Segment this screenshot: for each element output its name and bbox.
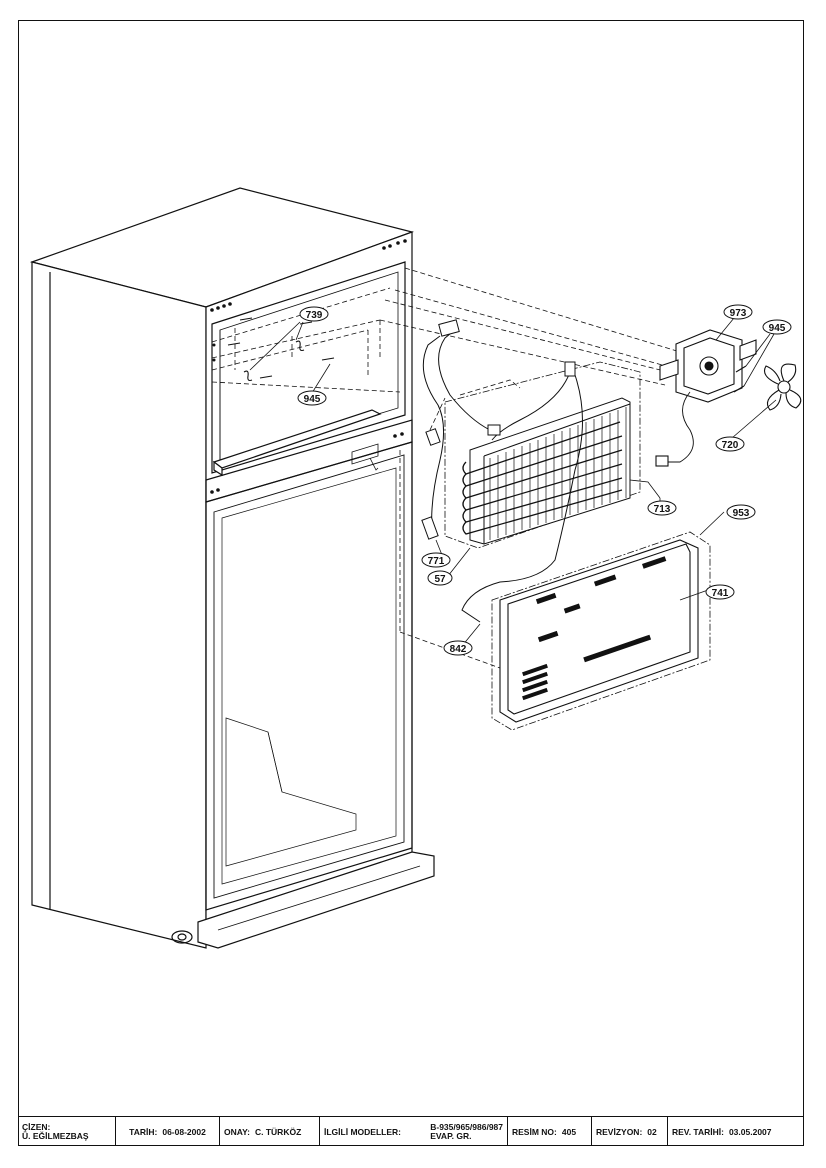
date-value: 06-08-2002 xyxy=(162,1126,206,1137)
models-group: EVAP. GR. xyxy=(430,1130,472,1141)
revision-cell: REVİZYON: 02 xyxy=(592,1117,668,1146)
rev-date-label: REV. TARİHİ: xyxy=(672,1126,724,1137)
exploded-dashed-lines xyxy=(211,267,691,669)
models-values: B-935/965/986/987 EVAP. GR. xyxy=(430,1121,503,1141)
callout-771-label: 771 xyxy=(428,556,445,567)
models-cell: İLGİLİ MODELLER: B-935/965/986/987 EVAP.… xyxy=(320,1117,508,1146)
fan-motor-assembly xyxy=(655,329,802,467)
models-label: İLGİLİ MODELLER: xyxy=(324,1126,401,1137)
callout-713: 713 xyxy=(647,500,677,516)
evaporator-coil xyxy=(421,319,661,623)
drawn-by-label: ÇİZEN: xyxy=(22,1121,51,1132)
part-callouts: 739 945 973 945 720 713 xyxy=(297,304,792,656)
callout-57-label: 57 xyxy=(434,574,446,585)
callout-842: 842 xyxy=(443,640,473,656)
callout-741-label: 741 xyxy=(712,588,729,599)
date-label: TARİH: xyxy=(129,1126,158,1137)
callout-741: 741 xyxy=(705,584,735,600)
rev-date-value: 03.05.2007 xyxy=(728,1126,772,1137)
callout-945-b: 945 xyxy=(762,319,792,335)
revision-label: REVİZYON: xyxy=(596,1126,643,1137)
callout-842-label: 842 xyxy=(450,644,467,655)
callout-771: 771 xyxy=(421,552,451,568)
title-block: ÇİZEN: Ü. EĞİLMEZBAŞ TARİH: 06-08-2002 O… xyxy=(18,1116,804,1146)
drawing-no-value: 405 xyxy=(561,1126,577,1137)
evaporator-cover xyxy=(491,531,711,731)
drawing-no-cell: RESİM NO: 405 xyxy=(508,1117,592,1146)
callout-713-label: 713 xyxy=(654,504,671,515)
callout-945-a-label: 945 xyxy=(304,394,321,405)
drawing-frame xyxy=(18,20,804,1146)
callout-739-label: 739 xyxy=(306,310,323,321)
approval-value: C. TÜRKÖZ xyxy=(254,1126,302,1137)
shelf-clip-screws xyxy=(227,317,335,382)
fan-blade xyxy=(763,363,802,411)
rev-date-cell: REV. TARİHİ: 03.05.2007 xyxy=(668,1117,802,1146)
callout-720-label: 720 xyxy=(722,440,739,451)
callout-973-label: 973 xyxy=(730,308,747,319)
models-value: B-935/965/986/987 xyxy=(430,1121,503,1132)
drawing-no-label: RESİM NO: xyxy=(512,1126,557,1137)
callout-945-b-label: 945 xyxy=(769,323,786,334)
callout-945-a: 945 xyxy=(297,390,327,406)
approval-cell: ONAY: C. TÜRKÖZ xyxy=(220,1117,320,1146)
callout-953-label: 953 xyxy=(733,508,750,519)
refrigerator-cabinet xyxy=(29,187,435,949)
date-cell: TARİH: 06-08-2002 xyxy=(116,1117,220,1146)
drawn-by-name: Ü. EĞİLMEZBAŞ xyxy=(22,1130,89,1141)
cabinet-screw-dots xyxy=(210,239,407,494)
revision-value: 02 xyxy=(647,1126,657,1137)
callout-953: 953 xyxy=(726,504,756,520)
callout-973: 973 xyxy=(723,304,753,320)
callout-720: 720 xyxy=(715,436,745,452)
callout-57: 57 xyxy=(427,570,453,586)
approval-label: ONAY: xyxy=(224,1126,250,1137)
drawn-by-cell: ÇİZEN: Ü. EĞİLMEZBAŞ xyxy=(18,1117,116,1146)
callout-739: 739 xyxy=(299,306,329,322)
